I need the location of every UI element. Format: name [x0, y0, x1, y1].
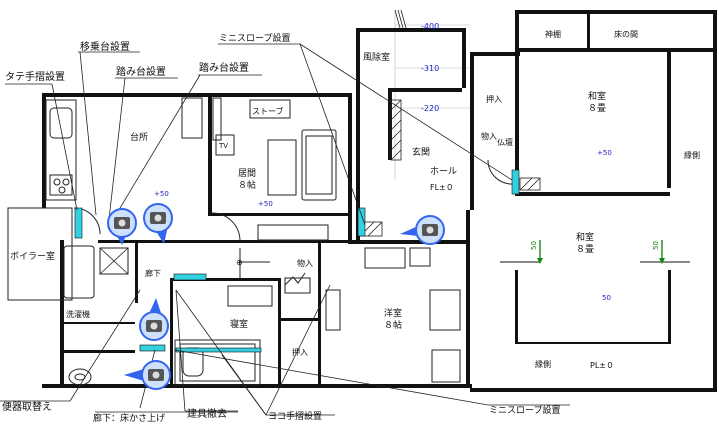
label-washitsu2-a: 和室	[576, 231, 594, 243]
camera-icon	[139, 298, 169, 341]
note-yoko-tesuri: ヨコ手摺設置	[268, 410, 322, 422]
label-kamidana: 神棚	[545, 29, 561, 39]
label-stove: ストーブ	[252, 106, 284, 116]
label-windbreak: 風除室	[363, 51, 390, 63]
label-butsudan: 仏壇	[497, 137, 513, 147]
level-m310: -310	[421, 64, 439, 73]
label-hall-fl: FL±０	[430, 183, 454, 192]
kitchen-fixtures	[7, 99, 129, 301]
camera-icon	[124, 360, 171, 390]
hatch-wall	[359, 9, 541, 237]
label-oshiire-mid: 押入	[292, 347, 308, 357]
label-ichi: ⊕	[236, 258, 243, 267]
note-mini-slope-top: ミニスロープ設置	[219, 32, 290, 44]
label-engawa-bottom: 縁側	[535, 359, 551, 369]
level-50: 50	[602, 294, 611, 302]
label-hall: ホール	[430, 166, 457, 177]
level-pl: PL±０	[590, 361, 614, 370]
label-kitchen: 台所	[130, 131, 148, 143]
level-p50-washitsu: +50	[597, 149, 612, 157]
slope-50-b: 50	[652, 241, 660, 250]
note-tate-tesuri: タテ手摺設置	[5, 70, 65, 83]
camera-icon	[143, 203, 173, 244]
label-oshiire-top: 押入	[486, 94, 502, 104]
annotation-labels: タテ手摺設置 移乗台設置 踏み台設置 踏み台設置 ミニスロープ設置 便器取替え …	[2, 32, 560, 424]
label-living-1: 居間	[238, 168, 256, 179]
label-yoshitsu-2: ８帖	[384, 319, 402, 331]
note-rouka-yuka: 廊下：床かさ上げ	[93, 412, 165, 424]
label-tokonoma: 床の間	[614, 29, 638, 39]
note-fumidai-2: 踏み台設置	[199, 61, 249, 74]
note-mini-slope-bottom: ミニスロープ設置	[489, 404, 560, 416]
camera-markers	[107, 203, 445, 390]
level-p50-living: +50	[258, 200, 273, 208]
label-senmenjo: 洗濯機	[66, 309, 90, 319]
note-fumidai-1: 踏み台設置	[116, 65, 166, 78]
note-tategu: 建具撤去	[187, 407, 227, 420]
note-benki: 便器取替え	[2, 400, 52, 413]
walls	[42, 10, 717, 392]
label-tv: TV	[218, 142, 228, 150]
label-boiler: ボイラー室	[10, 250, 55, 262]
label-washitsu1-a: 和室	[588, 90, 606, 102]
living-furniture	[68, 97, 461, 386]
slope-marks	[500, 240, 690, 264]
label-rouka: 廊下	[145, 268, 161, 278]
level-p50-kitchen: +50	[154, 190, 169, 198]
camera-icon	[107, 208, 137, 245]
label-yoshitsu-1: 洋室	[384, 307, 402, 319]
room-labels: 台所 ストーブ TV 居間 ８帖 風除室 玄関 ホール FL±０ 押入 物入 仏…	[10, 29, 700, 369]
label-engawa-right: 縁側	[684, 150, 700, 160]
label-mono: 物入	[481, 131, 497, 141]
label-shinshitsu: 寝室	[230, 318, 248, 330]
cyan-items	[74, 169, 520, 353]
leader-lines	[0, 43, 570, 416]
note-ijou-dai: 移乗台設置	[80, 40, 130, 53]
camera-icon	[400, 215, 445, 245]
label-washitsu1-b: ８畳	[588, 103, 606, 114]
label-entrance: 玄関	[412, 146, 430, 158]
level-m220: -220	[421, 104, 439, 113]
label-mono-mid: 物入	[297, 258, 313, 268]
grid-lines	[394, 10, 470, 180]
door-swings	[73, 159, 513, 278]
slope-50-a: 50	[530, 241, 538, 250]
label-living-2: ８帖	[238, 179, 256, 191]
label-washitsu2-b: ８畳	[576, 244, 594, 255]
level-m400: -400	[421, 22, 439, 31]
level-labels: -400 -310 -220 +50 +50 +50 50 50 50 PL±０	[154, 22, 660, 370]
